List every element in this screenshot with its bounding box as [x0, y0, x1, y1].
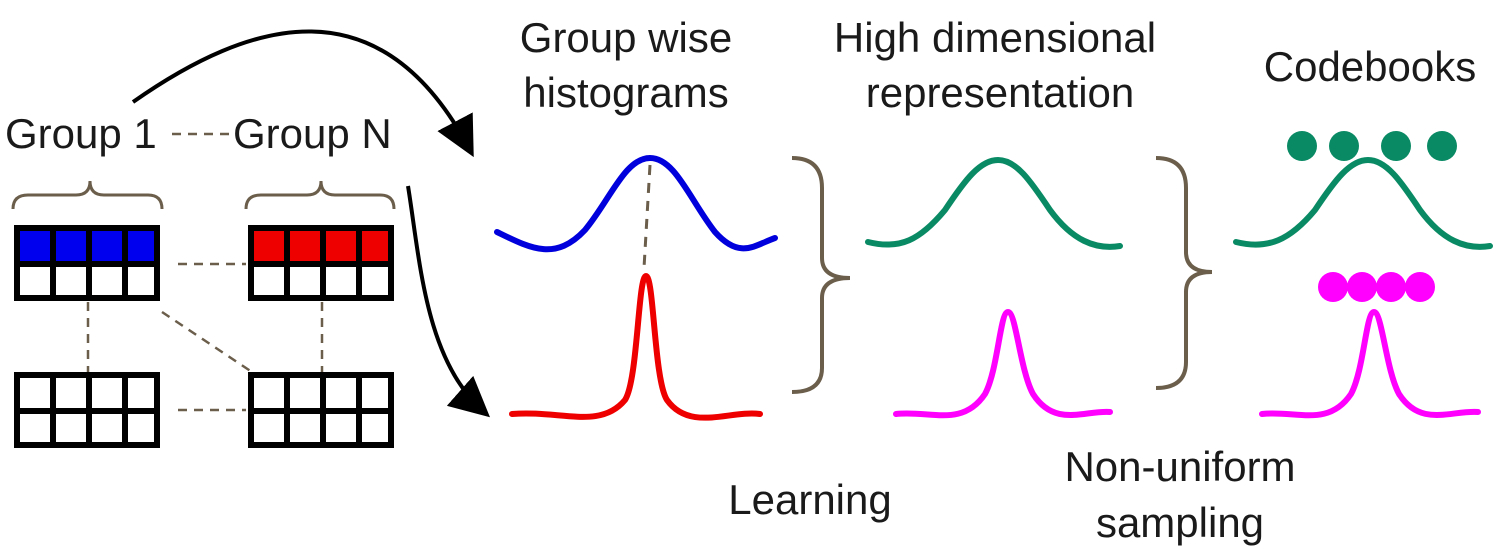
group-1-label: Group 1 — [5, 110, 157, 157]
codebook-point-dot-icon — [1405, 272, 1435, 302]
bottom-left-grid-icon — [14, 372, 160, 448]
wide-histogram-curve — [494, 154, 778, 253]
codebook-point-dot-icon — [1427, 131, 1457, 161]
histogram-peak-dashed-link — [642, 164, 652, 269]
codebook-point-dot-icon — [1347, 272, 1377, 302]
sampling-label-line2: sampling — [1096, 499, 1264, 546]
codebook-point-dot-icon — [1376, 272, 1406, 302]
sampling-label-line1: Non-uniform — [1064, 443, 1295, 490]
sampling-brace-icon — [1155, 156, 1213, 390]
group-1-brace-icon — [11, 180, 164, 210]
bottom-right-grid-icon — [248, 372, 394, 448]
codebook-point-dot-icon — [1381, 131, 1411, 161]
learning-label: Learning — [728, 476, 891, 523]
codebooks-title: Codebooks — [1264, 43, 1476, 90]
narrow-histogram-curve — [509, 272, 763, 421]
codebook-point-dot-icon — [1329, 131, 1359, 161]
grid-connections — [86, 262, 324, 412]
curved-arrow-to-narrow-histogram-icon — [406, 185, 490, 418]
narrow-codebook-curve — [1259, 308, 1481, 419]
codebook-point-dot-icon — [1318, 272, 1348, 302]
codebook-point-dot-icon — [1287, 131, 1317, 161]
histograms-title-line1: Group wise — [520, 14, 732, 61]
group-n-label: Group N — [233, 110, 392, 157]
narrow-codebook-points — [1318, 272, 1435, 302]
representation-title-line1: High dimensional — [834, 14, 1156, 61]
wide-codebook-points — [1287, 131, 1457, 161]
group-n-grid-icon — [248, 225, 394, 301]
learning-brace-icon — [791, 156, 851, 394]
group-1-grid-icon — [14, 225, 160, 301]
group-n-brace-icon — [244, 180, 396, 210]
curved-arrow-to-wide-histogram-icon — [131, 29, 474, 158]
histograms-title-line2: histograms — [523, 69, 728, 116]
narrow-representation-curve — [893, 308, 1113, 419]
wide-representation-curve — [865, 156, 1123, 250]
representation-title-line2: representation — [866, 69, 1135, 116]
wide-codebook-curve — [1233, 156, 1493, 250]
